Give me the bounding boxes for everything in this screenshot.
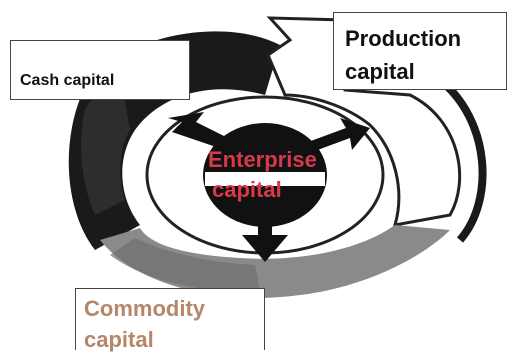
arrow-up-left-icon [168,112,232,150]
enterprise-label-strip [205,172,325,186]
production-capital-arc [266,16,462,227]
arrow-down-icon [242,215,288,262]
enterprise-capital-label-line1: Enterprise [208,147,317,172]
commodity-capital-label-line2: capital [84,327,154,352]
cash-capital-box [10,40,190,100]
production-capital-box [333,12,507,90]
cash-capital-label: Cash capital [20,72,115,89]
production-arc-edge [437,76,487,243]
arrow-up-right-icon [300,118,370,155]
enterprise-capital-label-line2: capital [212,177,282,202]
commodity-capital-label-line1: Commodity [84,296,205,321]
commodity-capital-box [75,288,265,350]
cash-capital-arc-shade [81,75,130,215]
commodity-capital-arc-shade [110,238,260,292]
production-capital-label-line1: Production [345,26,462,51]
production-capital-label-line2: capital [345,59,415,84]
